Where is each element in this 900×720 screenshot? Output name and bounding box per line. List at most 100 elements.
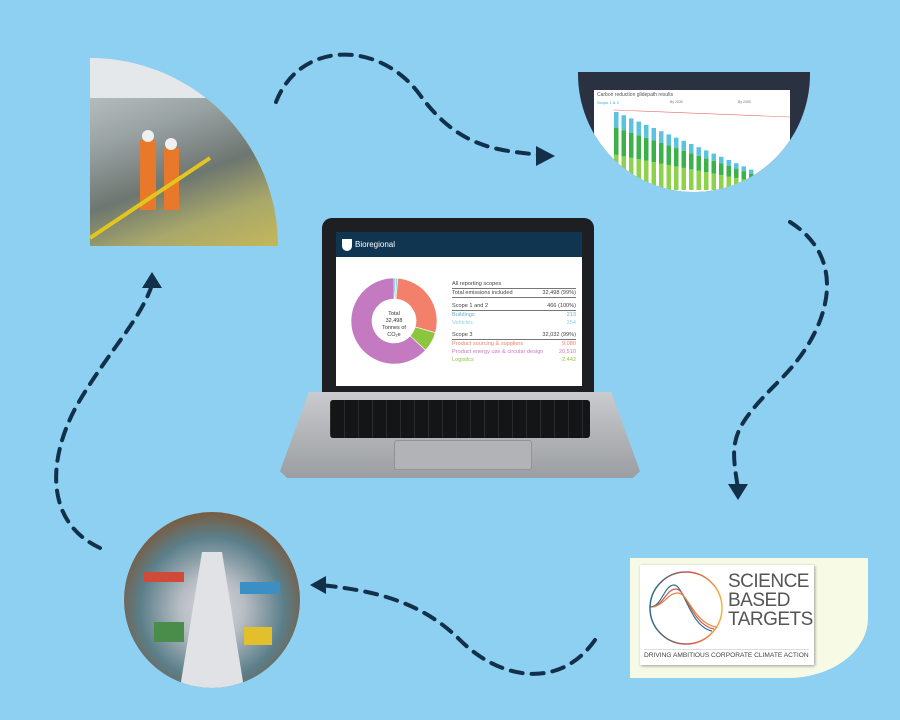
glidepath-bar (711, 153, 716, 161)
row-value: 213 (566, 312, 576, 318)
arrowhead-2 (728, 484, 748, 500)
glidepath-bar (704, 158, 709, 173)
arrow-path-2 (732, 220, 829, 490)
app-header: Bioregional (336, 232, 582, 257)
glidepath-bar (614, 112, 619, 128)
glidepath-bar (749, 173, 754, 181)
glidepath-bar (636, 121, 641, 136)
row-value: 2,442 (562, 357, 576, 363)
glidepath-bar (681, 167, 686, 190)
glidepath-chart-photo: Carbon reduction glidepath results Scope… (578, 72, 810, 192)
laptop-trackpad (394, 440, 532, 470)
glidepath-bar (636, 135, 641, 160)
glidepath-bar (644, 160, 649, 190)
row-value: 9,080 (562, 341, 576, 347)
donut-center-total: 32,498 (386, 318, 403, 324)
brand-name: Bioregional (355, 240, 396, 249)
glidepath-bar (629, 118, 634, 133)
donut-center-unit2: CO₂e (387, 332, 400, 338)
factory-floor-photo (124, 512, 300, 688)
glidepath-bar (666, 134, 671, 146)
laptop-keyboard (330, 400, 590, 438)
glidepath-note: By 2030 (670, 100, 683, 104)
glidepath-note: By 2050 (738, 100, 751, 104)
glidepath-subtitle: Scope 1 & 2 (597, 100, 619, 105)
arrowhead-3 (310, 576, 326, 594)
glidepath-bar (651, 162, 656, 190)
row-label: Logistics (452, 357, 474, 363)
glidepath-bar (704, 150, 709, 159)
glidepath-bar (659, 163, 664, 190)
arrow-path-4 (54, 283, 154, 550)
row-label: Product energy use & circular design (452, 349, 544, 355)
glidepath-bar (674, 166, 679, 190)
emissions-donut-chart: Total 32,498 Tonnes of CO₂e (350, 277, 438, 365)
row-value: 32,032 (99%) (542, 332, 576, 338)
glidepath-bar (741, 171, 746, 180)
glidepath-bar (674, 148, 679, 167)
glidepath-bar (666, 164, 671, 190)
glidepath-bar (719, 156, 724, 164)
row-label: Scope 3 (452, 332, 473, 338)
glidepath-bar (696, 147, 701, 156)
laptop-screen: Bioregional Total 32,498 Tonnes of CO₂e … (336, 232, 582, 386)
glidepath-bar (614, 127, 619, 155)
glidepath-bar (726, 160, 731, 166)
glidepath-bar (704, 172, 709, 190)
glidepath-bar (674, 137, 679, 149)
row-label: Product sourcing & suppliers (452, 341, 524, 347)
sbt-line1: SCIENCE (728, 571, 809, 592)
glidepath-bar (689, 144, 694, 154)
emissions-table: All reporting scopes Total emissions inc… (452, 280, 576, 364)
glidepath-bar (726, 166, 731, 177)
glidepath-bar (681, 140, 686, 151)
sbt-line3: TARGETS (728, 609, 813, 630)
glidepath-bar (659, 131, 664, 143)
row-value: 32,498 (99%) (542, 290, 576, 296)
glidepath-bar (749, 169, 754, 174)
sbt-curve-icon (649, 571, 723, 645)
glidepath-bar (749, 180, 754, 190)
glidepath-title: Carbon reduction glidepath results (597, 92, 674, 98)
glidepath-bar (614, 154, 619, 190)
target-line (613, 109, 790, 118)
glidepath-bars (613, 109, 790, 190)
glidepath-bar (621, 130, 626, 157)
glidepath-bar (711, 173, 716, 190)
glidepath-bar (644, 124, 649, 138)
row-label: Vehicles (452, 320, 473, 326)
row-value: 254 (566, 320, 576, 326)
glidepath-bar (681, 150, 686, 168)
glidepath-bar (621, 115, 626, 131)
glidepath-bar (741, 166, 746, 172)
glidepath-bar (711, 160, 716, 174)
glidepath-bar (741, 179, 746, 190)
glidepath-bar (696, 170, 701, 190)
glidepath-bar (636, 159, 641, 190)
row-label: Buildings (452, 312, 475, 318)
glidepath-bar (621, 156, 626, 190)
glidepath-bar (734, 177, 739, 190)
sbt-tagline: DRIVING AMBITIOUS CORPORATE CLIMATE ACTI… (644, 649, 809, 659)
glidepath-bar (666, 145, 671, 165)
glidepath-bar (689, 153, 694, 170)
donut-center-label: Total (388, 311, 400, 317)
table-heading: All reporting scopes (452, 281, 502, 287)
arrowhead-1 (536, 146, 555, 166)
row-value: 20,510 (558, 349, 576, 355)
arrowhead-4 (142, 272, 162, 288)
donut-slice (350, 277, 426, 365)
glidepath-bar (629, 157, 634, 190)
glidepath-bar (659, 142, 664, 164)
row-label: Total emissions included (452, 290, 513, 296)
row-label: Scope 1 and 2 (452, 303, 489, 309)
glidepath-bar (651, 128, 656, 141)
glidepath-bar (719, 175, 724, 190)
row-value: 466 (100%) (547, 303, 576, 309)
donut-center-unit: Tonnes of (382, 325, 406, 331)
glidepath-bar (734, 168, 739, 178)
glidepath-bar (734, 163, 739, 169)
glidepath-bar (726, 176, 731, 190)
bioregional-logo-icon (342, 238, 352, 251)
